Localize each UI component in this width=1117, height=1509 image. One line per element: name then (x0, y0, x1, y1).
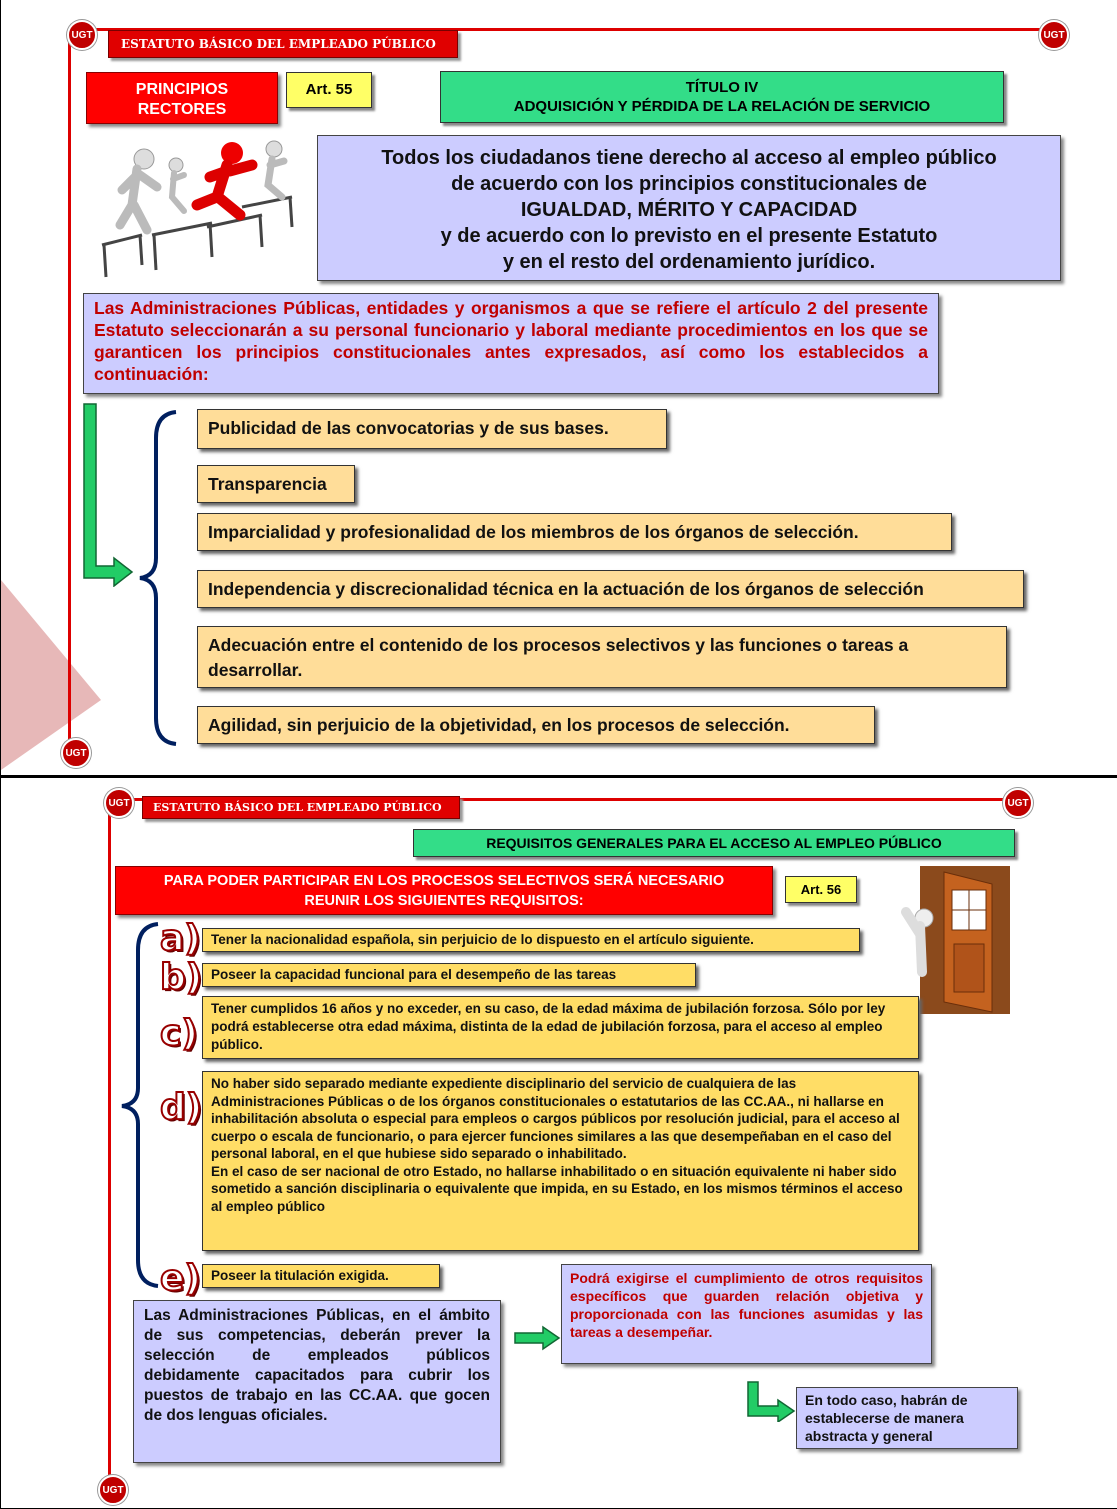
para-poder-box: PARA PODER PARTICIPAR EN LOS PROCESOS SE… (115, 866, 773, 915)
hurdle-race-illustration (101, 140, 294, 278)
ugt-logo: UGT (67, 20, 97, 50)
list-item: Agilidad, sin perjuicio de la objetivida… (197, 706, 875, 744)
list-item: Publicidad de las convocatorias y de sus… (197, 409, 667, 449)
requisitos-title: REQUISITOS GENERALES PARA EL ACCESO AL E… (413, 829, 1015, 857)
brace-icon (139, 410, 177, 746)
header-title: ESTATUTO BÁSICO DEL EMPLEADO PÚBLICO (142, 796, 460, 819)
main-line: Todos los ciudadanos tiene derecho al ac… (381, 147, 997, 169)
green-arrow-icon (514, 1325, 561, 1351)
requirement-c: Tener cumplidos 16 años y no exceder, en… (202, 996, 919, 1059)
green-arrow-icon (83, 403, 134, 587)
principios-rectores: PRINCIPIOS RECTORES (86, 72, 278, 124)
principios-main-box: Todos los ciudadanos tiene derecho al ac… (317, 135, 1061, 281)
letter-b: b) (159, 956, 203, 999)
list-item: Independencia y discrecionalidad técnica… (197, 570, 1024, 608)
main-line: y de acuerdo con lo previsto en el prese… (440, 225, 938, 247)
requirement-d-part1: No haber sido separado mediante expedien… (211, 1076, 900, 1161)
lenguas-box: Las Administraciones Públicas, en el ámb… (133, 1300, 501, 1463)
admin-publicas-box: Las Administraciones Públicas, entidades… (83, 293, 939, 394)
list-item: Transparencia (197, 465, 355, 503)
otros-requisitos-box: Podrá exigirse el cumplimiento de otros … (561, 1264, 932, 1364)
main-line: y en el resto del ordenamiento jurídico. (502, 251, 876, 273)
requirement-b: Poseer la capacidad funcional para el de… (202, 963, 696, 987)
main-line: IGUALDAD, MÉRITO Y CAPACIDAD (520, 199, 858, 221)
main-line: de acuerdo con los principios constituci… (451, 173, 927, 195)
header-title: ESTATUTO BÁSICO DEL EMPLEADO PÚBLICO (108, 30, 458, 58)
letter-c: c) (159, 1012, 199, 1055)
ugt-logo: UGT (61, 738, 91, 768)
art-badge: Art. 55 (286, 72, 372, 108)
titulo-box: TÍTULO IV ADQUISICIÓN Y PÉRDIDA DE LA RE… (440, 71, 1004, 123)
todo-caso-box: En todo caso, habrán de establecerse de … (796, 1387, 1018, 1449)
list-item: Adecuación entre el contenido de los pro… (197, 626, 1007, 688)
ugt-logo: UGT (104, 788, 134, 818)
list-item: Imparcialidad y profesionalidad de los m… (197, 513, 952, 551)
requirement-e: Poseer la titulación exigida. (202, 1264, 440, 1288)
requirement-d: No haber sido separado mediante expedien… (202, 1071, 919, 1251)
requirement-d-part2: En el caso de ser nacional de otro Estad… (211, 1163, 903, 1214)
ugt-logo: UGT (1003, 788, 1033, 818)
titulo-line2: ADQUISICIÓN Y PÉRDIDA DE LA RELACIÓN DE … (513, 98, 931, 115)
green-arrow-icon (747, 1381, 796, 1422)
ugt-logo: UGT (1039, 20, 1069, 50)
ugt-logo: UGT (98, 1475, 128, 1505)
letter-d: d) (159, 1086, 203, 1129)
art-badge: Art. 56 (785, 876, 857, 903)
letter-a: a) (159, 917, 202, 960)
letter-e: e) (159, 1257, 202, 1300)
decorative-triangle (1, 580, 101, 770)
door-illustration (901, 866, 1010, 1014)
titulo-line1: TÍTULO IV (685, 79, 759, 96)
requirement-a: Tener la nacionalidad española, sin perj… (202, 928, 860, 952)
brace-icon (121, 922, 159, 1288)
slide-1 (0, 0, 1117, 776)
